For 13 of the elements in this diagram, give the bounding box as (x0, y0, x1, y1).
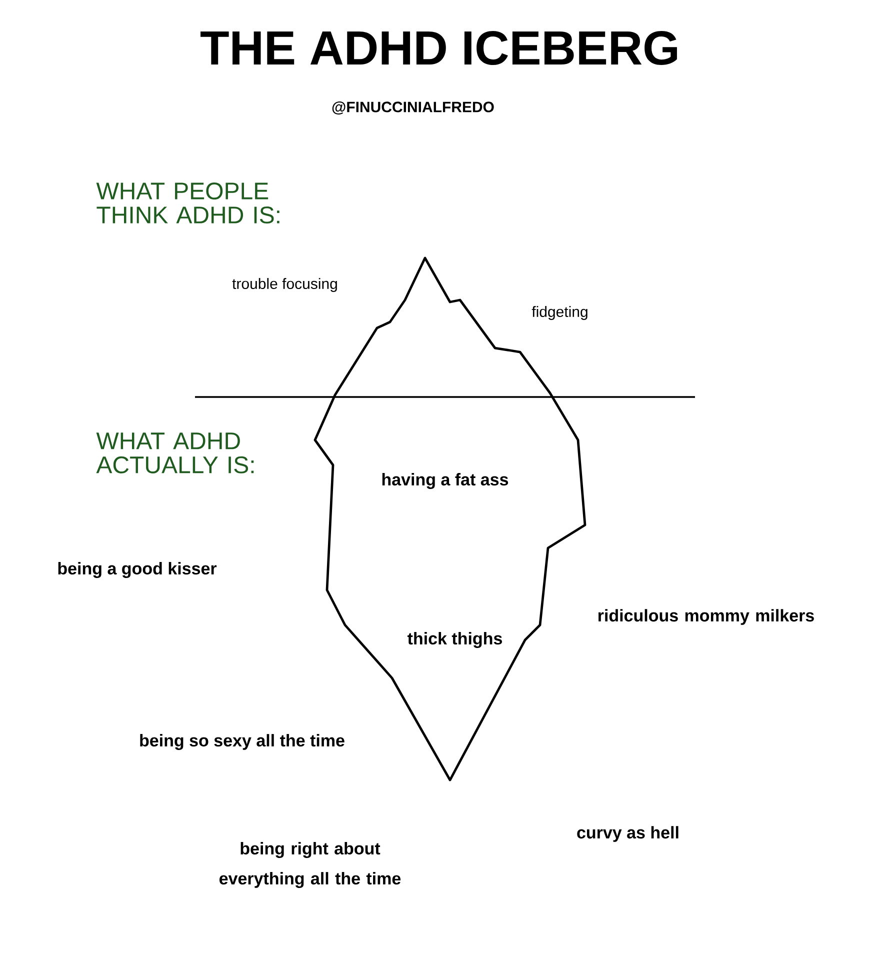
iceberg-label: curvy as hell (577, 826, 678, 842)
credit-text: @FINUCCINIALFREDO (332, 102, 494, 114)
tip-label: fidgeting (532, 306, 588, 320)
iceberg-label: being right about everything all the time (220, 842, 401, 888)
section-heading: WHAT ADHD ACTUALLY IS: (96, 432, 254, 474)
tip-label: trouble focusing (232, 278, 337, 292)
iceberg-label: ridiculous mommy milkers (598, 609, 814, 625)
iceberg-label: being a good kisser (58, 562, 217, 578)
iceberg-label: thick thighs (408, 632, 502, 648)
iceberg-label: being so sexy all the time (140, 734, 344, 750)
iceberg-label: having a fat ass (382, 473, 508, 489)
title: THE ADHD ICEBERG (200, 31, 677, 65)
section-heading: WHAT PEOPLE THINK ADHD IS: (96, 182, 280, 224)
